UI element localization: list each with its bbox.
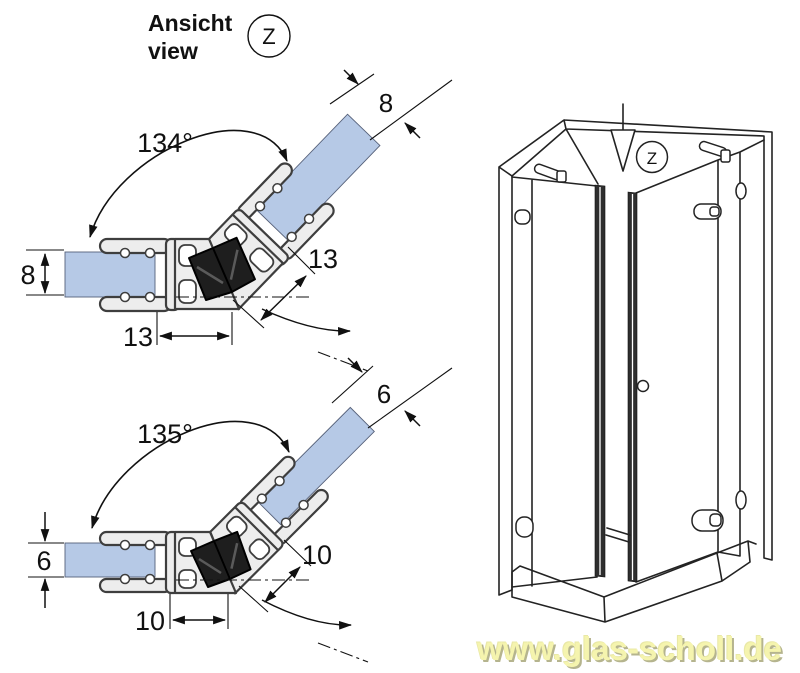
dimension-arrow [347,357,363,373]
hinge-left-bottom [515,516,534,538]
extension-lines [28,542,64,578]
depth-diagonal-label: 10 [302,540,332,570]
swing-arrow [261,599,353,630]
extension-lines [156,312,233,345]
door-panel-lines [511,139,765,588]
glass-pane-horizontal [64,542,156,578]
depth-label: 10 [135,606,165,636]
dimension-line [264,566,301,603]
door-knob [636,379,650,393]
angle-label: 135° [137,419,193,449]
glass-thickness-right-label: 6 [377,379,391,409]
seal-diagram-134: 134° 8 13 13 8 [20,69,453,372]
extension-lines [238,539,312,613]
hinge-right-top-detail [709,206,720,217]
extension-lines [331,365,453,429]
angle-arc [91,420,290,530]
lever-bracket-right [720,149,731,163]
seal-diagram-135: 135° 6 10 10 6 [28,357,453,663]
shower-tray [511,527,757,623]
detail-mark-circle-3d [635,140,669,174]
view-label-line1: Ansicht [148,10,233,36]
glass-pane-horizontal [64,251,156,298]
swing-arrow [261,308,352,336]
angle-label: 134° [137,128,193,158]
detail-arrow-head [610,129,636,172]
hinge-right-bottom-detail [709,513,722,527]
glass-thickness-left-label: 6 [36,546,51,576]
dimension-line [260,275,307,321]
wall-frame-lines [498,119,773,596]
dimension-arrow [343,69,359,85]
angle-arc [89,129,288,239]
wall-bracket-top [735,182,747,200]
extension-lines [329,73,453,141]
glass-thickness-right-label: 8 [379,88,393,118]
shower-enclosure-illustration: Z [498,103,773,623]
extension-lines [232,246,316,329]
hinge-left-top [514,209,531,225]
lever-bracket-left [556,170,567,183]
watermark: www.glas-scholl.de [477,630,783,667]
detail-mark-circle [247,14,291,58]
detail-mark-letter-3d: Z [647,149,657,168]
wall-bracket-bottom [735,490,747,510]
view-label: Ansicht view Z [148,10,291,64]
dimension-arrow [404,410,421,427]
view-label-line2: view [148,38,198,64]
detail-mark-letter: Z [262,24,275,49]
extension-lines [26,249,64,296]
depth-label: 13 [123,322,153,352]
dimension-arrow [404,122,421,139]
glass-thickness-left-label: 8 [20,260,35,290]
depth-diagonal-label: 13 [308,244,338,274]
extension-lines [169,594,229,629]
